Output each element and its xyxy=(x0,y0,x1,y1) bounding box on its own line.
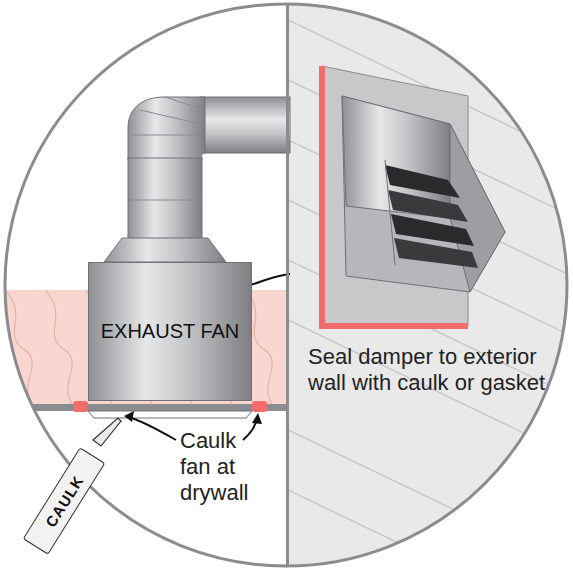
exhaust-fan-box: EXHAUST FAN xyxy=(88,262,252,401)
divider xyxy=(286,0,289,571)
caulk-plunger xyxy=(28,566,35,571)
damper-hood xyxy=(342,96,505,292)
siding-lines xyxy=(288,0,573,571)
callout-text: Caulk fan at drywall xyxy=(180,428,272,506)
arrowhead xyxy=(252,413,262,424)
damper-louvers xyxy=(385,160,478,268)
power-cord xyxy=(250,274,290,285)
fan-collar xyxy=(104,238,226,262)
duct-horizontal xyxy=(200,97,290,153)
exterior-wall xyxy=(288,0,573,571)
tube-label: CAULK xyxy=(42,472,87,530)
duct-elbow xyxy=(128,97,205,160)
arrowhead xyxy=(124,411,134,422)
caulk-tube: CAULK xyxy=(23,447,106,554)
fan-grille xyxy=(88,411,252,418)
leader-line xyxy=(128,417,176,440)
interior-ground xyxy=(0,0,288,571)
drywall xyxy=(0,404,288,411)
caulk-bead xyxy=(252,401,267,412)
duct-vertical xyxy=(128,158,202,240)
caulk-bead xyxy=(73,401,88,412)
note-text: Seal damper to exterior wall with caulk … xyxy=(308,344,546,396)
box-label: EXHAUST FAN xyxy=(101,320,240,343)
frame-circle xyxy=(5,4,567,566)
caulk-nozzle xyxy=(93,418,121,446)
